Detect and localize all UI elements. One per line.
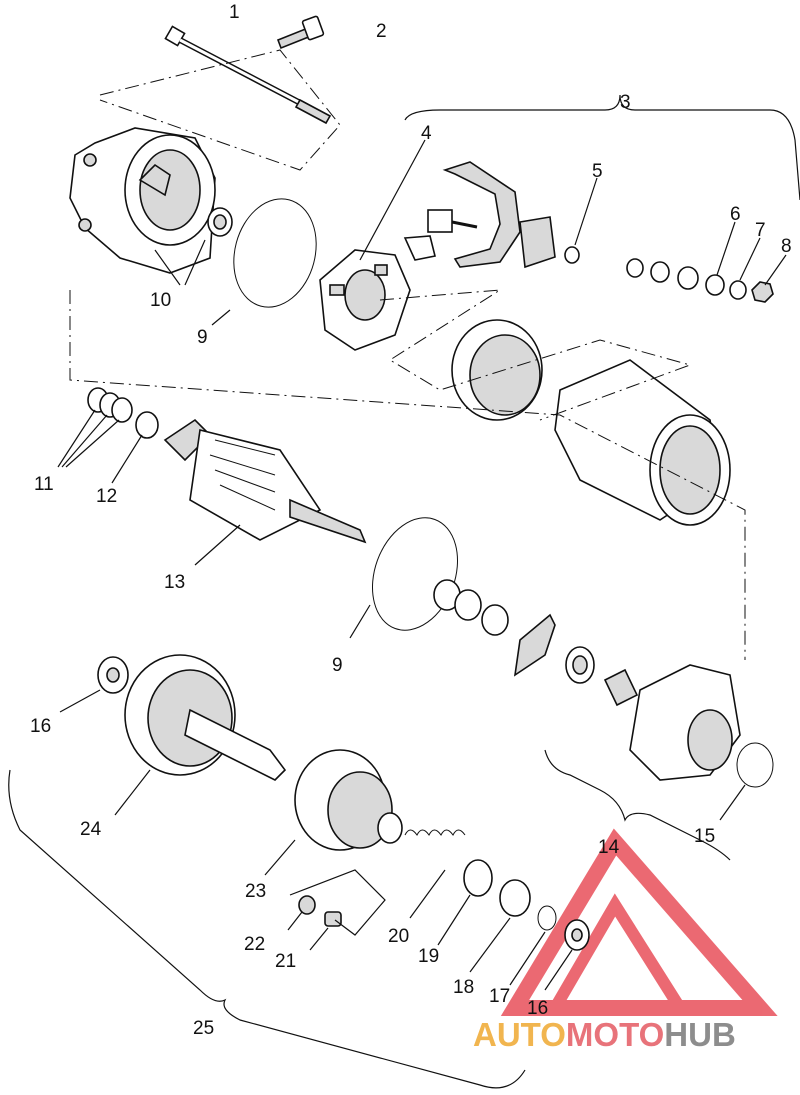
callout-15: 15: [694, 826, 715, 847]
part-pinion-shaft: [124, 654, 287, 781]
watermark-text: AUTOMOTOHUB: [473, 1016, 736, 1053]
callout-9-lower: 9: [332, 655, 343, 676]
callout-24: 24: [80, 819, 102, 840]
part-washer-16-right: [564, 919, 590, 951]
part-lock-plate: [513, 613, 556, 677]
part-brushes: [403, 161, 556, 269]
part-washer-12: [135, 411, 159, 439]
callout-11: 11: [34, 474, 54, 495]
bracket-3: [404, 94, 800, 201]
watermark-moto: MOTO: [566, 1016, 664, 1053]
part-commutator-end-ring: [451, 319, 543, 421]
part-drive-housing: [629, 664, 741, 781]
part-washer-5: [564, 246, 580, 264]
part-snap-ring: [537, 905, 557, 931]
watermark-auto: AUTO: [473, 1016, 566, 1053]
part-brush-holder: [319, 249, 411, 351]
callout-17: 17: [489, 986, 510, 1007]
part-o-ring-upper: [233, 198, 317, 308]
part-shims-11: [87, 387, 133, 423]
bracket-14: [544, 749, 731, 861]
watermark-hub: HUB: [664, 1016, 736, 1053]
part-overrunning-clutch: [294, 749, 403, 851]
callout-12: 12: [96, 486, 117, 507]
callout-7: 7: [755, 220, 766, 241]
callout-16-left: 16: [30, 716, 51, 737]
callout-22: 22: [244, 934, 265, 955]
callout-25: 25: [193, 1018, 214, 1039]
part-shaft-washers: [433, 579, 509, 636]
callout-20: 20: [388, 926, 409, 947]
callout-3: 3: [620, 92, 631, 113]
part-nut-8: [751, 281, 774, 303]
callout-5: 5: [592, 161, 603, 182]
part-pin-21: [324, 911, 342, 927]
assembly-guide-1: [99, 49, 341, 171]
watermark-logo: [500, 828, 778, 1016]
part-front-housing: [69, 127, 233, 274]
callout-13: 13: [164, 572, 185, 593]
guide-21-22: [289, 869, 386, 936]
assembly-guide-2: [69, 290, 746, 660]
bracket-25: [8, 769, 526, 1089]
callout-9-upper: 9: [197, 327, 208, 348]
callout-14: 14: [598, 837, 620, 858]
part-stop-ring: [499, 879, 531, 917]
part-yoke: [554, 359, 731, 526]
part-needle-bearing: [603, 668, 639, 707]
callout-2: 2: [376, 21, 387, 42]
part-o-ring-lower: [371, 517, 459, 631]
part-washers-6-7: [626, 258, 747, 300]
part-pin-22: [298, 895, 316, 915]
callout-10: 10: [150, 290, 171, 311]
callout-18: 18: [453, 977, 474, 998]
callout-6: 6: [730, 204, 741, 225]
callout-16-right: 16: [527, 998, 548, 1019]
callout-8: 8: [781, 236, 792, 257]
callout-4: 4: [421, 123, 432, 144]
part-spring: [404, 829, 466, 836]
callout-19: 19: [418, 946, 439, 967]
callout-21: 21: [275, 951, 296, 972]
part-armature: [163, 418, 367, 544]
callout-23: 23: [245, 881, 266, 902]
part-screw: [276, 15, 325, 50]
part-collar: [463, 859, 493, 897]
part-washer-16-left: [97, 656, 129, 694]
part-through-bolt: [164, 25, 332, 125]
part-o-ring-15: [736, 742, 774, 788]
part-bearing: [565, 646, 595, 684]
callout-1: 1: [229, 2, 240, 23]
